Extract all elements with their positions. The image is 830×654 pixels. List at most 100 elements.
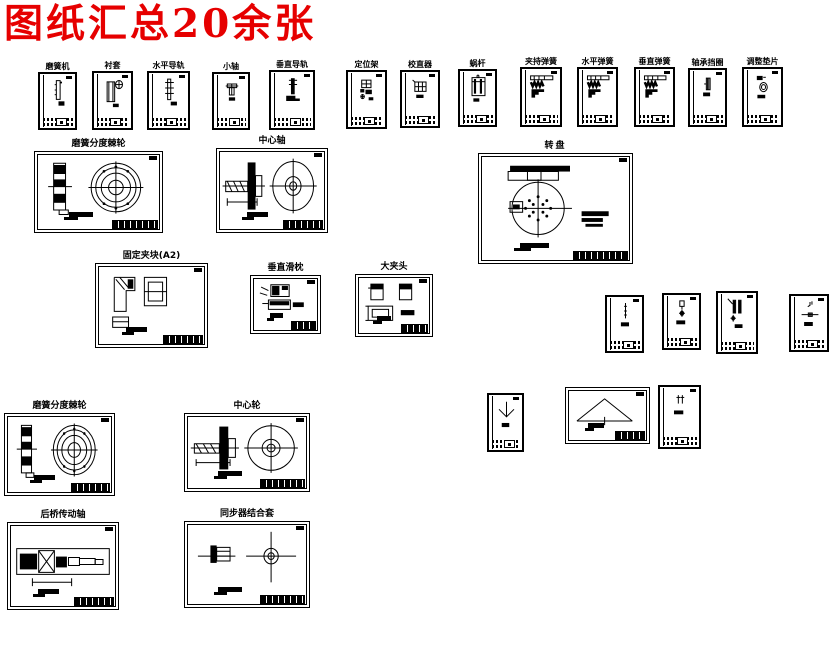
binding-strip bbox=[43, 75, 44, 127]
sheet-drawing bbox=[154, 75, 177, 106]
page-mark bbox=[296, 418, 304, 422]
binding-strip bbox=[693, 71, 694, 124]
page-mark bbox=[429, 74, 435, 77]
page-mark bbox=[419, 279, 427, 283]
sheet-drawing bbox=[9, 418, 110, 482]
title-block-box bbox=[652, 115, 664, 123]
drawing-sheet bbox=[789, 294, 829, 352]
title-block bbox=[283, 220, 323, 229]
page-mark bbox=[551, 71, 557, 74]
sheet-label: 垂直弹簧 bbox=[638, 57, 671, 66]
sheet-drawing bbox=[570, 392, 645, 430]
page-mark bbox=[636, 392, 644, 396]
drawing-sheet: 磨簧分度棘轮 bbox=[4, 401, 115, 496]
title-block bbox=[582, 115, 614, 123]
drawing-sheet bbox=[565, 387, 650, 444]
page-mark bbox=[66, 76, 72, 79]
title-block-box bbox=[538, 115, 550, 123]
title-block bbox=[70, 483, 110, 492]
title-block bbox=[615, 431, 645, 440]
title-block bbox=[291, 321, 316, 330]
title-block bbox=[492, 440, 520, 448]
page-mark bbox=[619, 158, 627, 162]
drawing-sheet: 磨簧分度棘轮 bbox=[34, 139, 163, 233]
title-block bbox=[43, 118, 73, 126]
sheet-label: 固定夹块(A2) bbox=[122, 251, 181, 261]
binding-strip bbox=[97, 74, 98, 127]
page-mark bbox=[513, 397, 519, 400]
page-mark bbox=[690, 389, 696, 392]
sheet-label: 校直器 bbox=[408, 60, 432, 69]
title-block-box bbox=[364, 117, 376, 125]
note-mark bbox=[37, 589, 59, 594]
title-block bbox=[217, 118, 246, 126]
sheet-drawing bbox=[39, 156, 158, 219]
title-block bbox=[274, 118, 311, 126]
sheet-label: 轴承挡圈 bbox=[691, 58, 724, 67]
binding-strip bbox=[667, 296, 668, 347]
title-block bbox=[112, 220, 158, 229]
title-block bbox=[260, 595, 305, 604]
page-mark bbox=[690, 297, 696, 300]
page-mark bbox=[314, 153, 322, 157]
note-mark bbox=[269, 313, 283, 318]
title-block-box bbox=[677, 437, 689, 445]
title-block-box bbox=[503, 440, 515, 448]
sheet-label: 磨簧机 bbox=[45, 62, 70, 71]
note-mark-2 bbox=[30, 480, 43, 483]
title-block-box bbox=[289, 118, 301, 126]
drawing-sheet bbox=[716, 291, 758, 354]
drawing-sheet: 大夹头 bbox=[355, 262, 433, 337]
sheet-drawing bbox=[483, 165, 609, 250]
title-block bbox=[163, 335, 203, 344]
binding-strip bbox=[351, 73, 352, 126]
page-mark bbox=[376, 74, 382, 77]
binding-strip bbox=[463, 72, 464, 124]
binding-strip bbox=[152, 74, 153, 127]
sheet-label: 转盘 bbox=[544, 141, 567, 151]
note-mark bbox=[125, 327, 148, 332]
drawing-sheet: 磨簧机 bbox=[38, 62, 77, 130]
sheet-drawing bbox=[641, 71, 670, 98]
note-mark bbox=[246, 212, 268, 217]
sheet-label: 垂直导轨 bbox=[276, 60, 308, 69]
sheet-label: 衬套 bbox=[104, 61, 121, 70]
drawing-sheet: 夹持弹簧 bbox=[520, 57, 562, 127]
title-block bbox=[351, 117, 383, 125]
sheet-drawing bbox=[584, 71, 613, 98]
drawing-sheet: 中心轴 bbox=[216, 136, 328, 233]
binding-strip bbox=[405, 73, 406, 125]
title-block bbox=[260, 479, 305, 488]
page-mark bbox=[296, 526, 304, 530]
note-mark-2 bbox=[585, 428, 595, 431]
drawing-sheet: 中心轮 bbox=[184, 401, 310, 492]
sheet-drawing bbox=[221, 153, 323, 219]
drawing-sheet: 调整垫片 bbox=[742, 57, 783, 127]
note-mark-2 bbox=[266, 318, 275, 321]
page-mark bbox=[486, 73, 492, 76]
title-block-box bbox=[418, 116, 430, 124]
note-mark-2 bbox=[121, 332, 134, 335]
title-block-box bbox=[55, 118, 67, 126]
note-mark-2 bbox=[33, 594, 46, 597]
title-block-box bbox=[475, 115, 487, 123]
sheet-drawing bbox=[676, 297, 686, 325]
title-block-box bbox=[166, 118, 178, 126]
note-mark-2 bbox=[213, 476, 228, 479]
sheet-drawing bbox=[286, 78, 300, 101]
sheet-label: 中心轴 bbox=[258, 136, 286, 146]
sheet-drawing bbox=[360, 74, 374, 101]
note-mark-2 bbox=[213, 592, 228, 595]
sheet-drawing bbox=[703, 72, 722, 97]
note-mark bbox=[218, 587, 243, 592]
sheet-drawing bbox=[796, 298, 824, 326]
binding-strip bbox=[721, 294, 722, 351]
sheet-label: 调整垫片 bbox=[746, 57, 779, 66]
title-block bbox=[463, 115, 493, 123]
sheet-drawing bbox=[756, 75, 778, 99]
sheet-label: 蜗杆 bbox=[469, 59, 486, 68]
sheet-label: 水平导轨 bbox=[152, 61, 185, 70]
drawing-sheet bbox=[487, 393, 524, 452]
title-block bbox=[747, 115, 779, 123]
title-block-box bbox=[734, 342, 746, 350]
